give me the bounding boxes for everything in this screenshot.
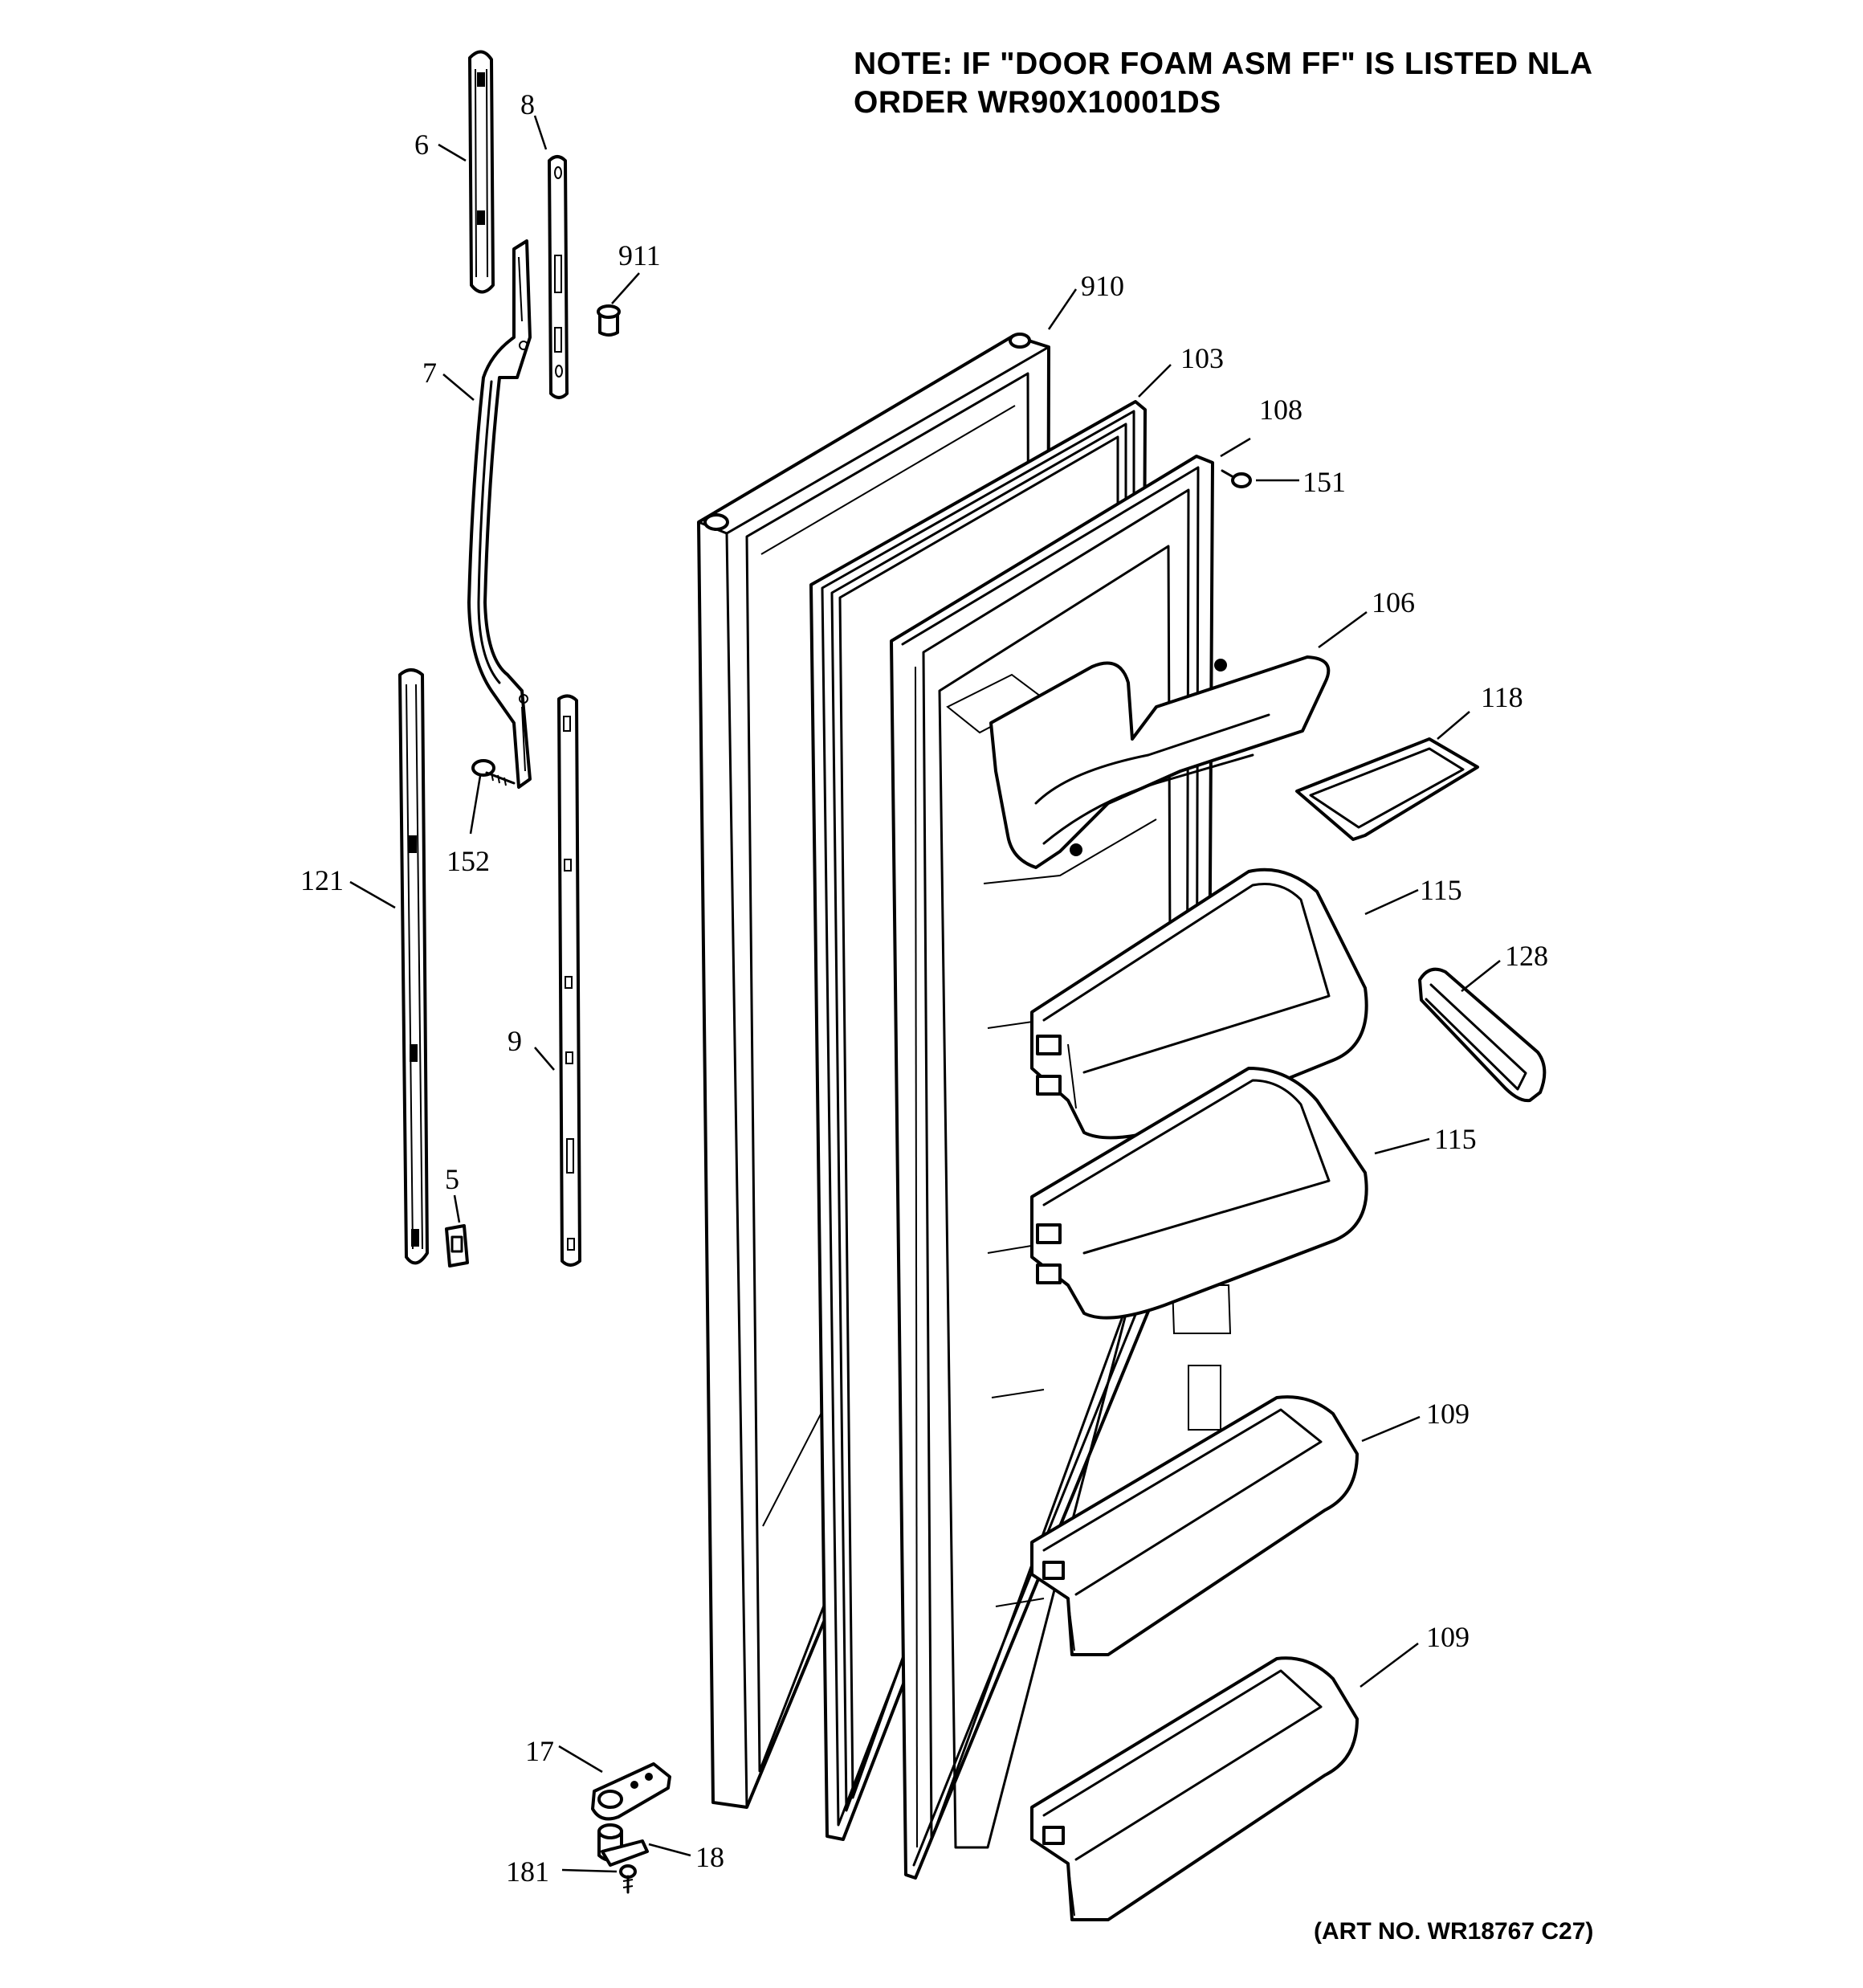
callout-911: 911	[618, 239, 661, 271]
part-911-plug	[597, 304, 621, 337]
part-115-upper-bin	[1030, 867, 1368, 1140]
part-118-tray	[1295, 737, 1479, 841]
callout-115-lower: 115	[1434, 1123, 1477, 1155]
callout-5: 5	[445, 1163, 459, 1195]
callout-18: 18	[695, 1841, 724, 1873]
part-9-long-plate	[557, 694, 581, 1267]
part-5-clip	[445, 1224, 469, 1268]
callout-181: 181	[506, 1855, 549, 1888]
part-181-screw	[619, 1864, 637, 1894]
part-6-handle-trim-top	[468, 50, 495, 294]
callout-106: 106	[1372, 586, 1415, 618]
part-152-screw	[471, 759, 516, 786]
note-line-1: NOTE: IF "DOOR FOAM ASM FF" IS LISTED NL…	[854, 47, 1593, 81]
callout-152: 152	[446, 845, 490, 877]
part-17-hinge-plate	[591, 1762, 671, 1821]
part-18-hinge-pin	[597, 1823, 649, 1867]
part-106-dairy-door	[989, 655, 1331, 869]
callout-103: 103	[1180, 342, 1224, 374]
callout-17: 17	[525, 1735, 554, 1767]
callout-labels: 6 8 911 910 103 108 151 7 106 118 152 12…	[300, 88, 1548, 1888]
leader-lines	[349, 115, 1501, 1873]
part-128-bracket	[1418, 967, 1547, 1103]
callout-910: 910	[1081, 270, 1124, 302]
part-151-screw	[1221, 469, 1252, 488]
part-109-lower-shelf	[1030, 1656, 1359, 1921]
part-115-lower-bin	[1030, 1067, 1368, 1320]
callout-6: 6	[414, 129, 429, 161]
part-7-door-handle	[467, 239, 532, 789]
callout-118: 118	[1481, 681, 1523, 713]
callout-7: 7	[422, 357, 437, 389]
callout-9: 9	[508, 1025, 522, 1057]
callout-151: 151	[1302, 466, 1346, 498]
part-8-mounting-plate	[548, 155, 569, 399]
art-number: (ART NO. WR18767 C27)	[1314, 1918, 1594, 1945]
part-109-upper-shelf	[1030, 1395, 1359, 1656]
note-text: NOTE: IF "DOOR FOAM ASM FF" IS LISTED NL…	[854, 45, 1593, 122]
callout-109-lower: 109	[1426, 1621, 1470, 1653]
callout-128: 128	[1505, 940, 1548, 972]
part-121-side-trim	[398, 668, 429, 1265]
note-line-2: ORDER WR90X10001DS	[854, 85, 1221, 120]
callout-8: 8	[520, 88, 535, 120]
callout-108: 108	[1259, 394, 1302, 426]
callout-109-upper: 109	[1426, 1398, 1470, 1430]
callout-121: 121	[300, 864, 344, 896]
callout-115-upper: 115	[1420, 874, 1462, 906]
